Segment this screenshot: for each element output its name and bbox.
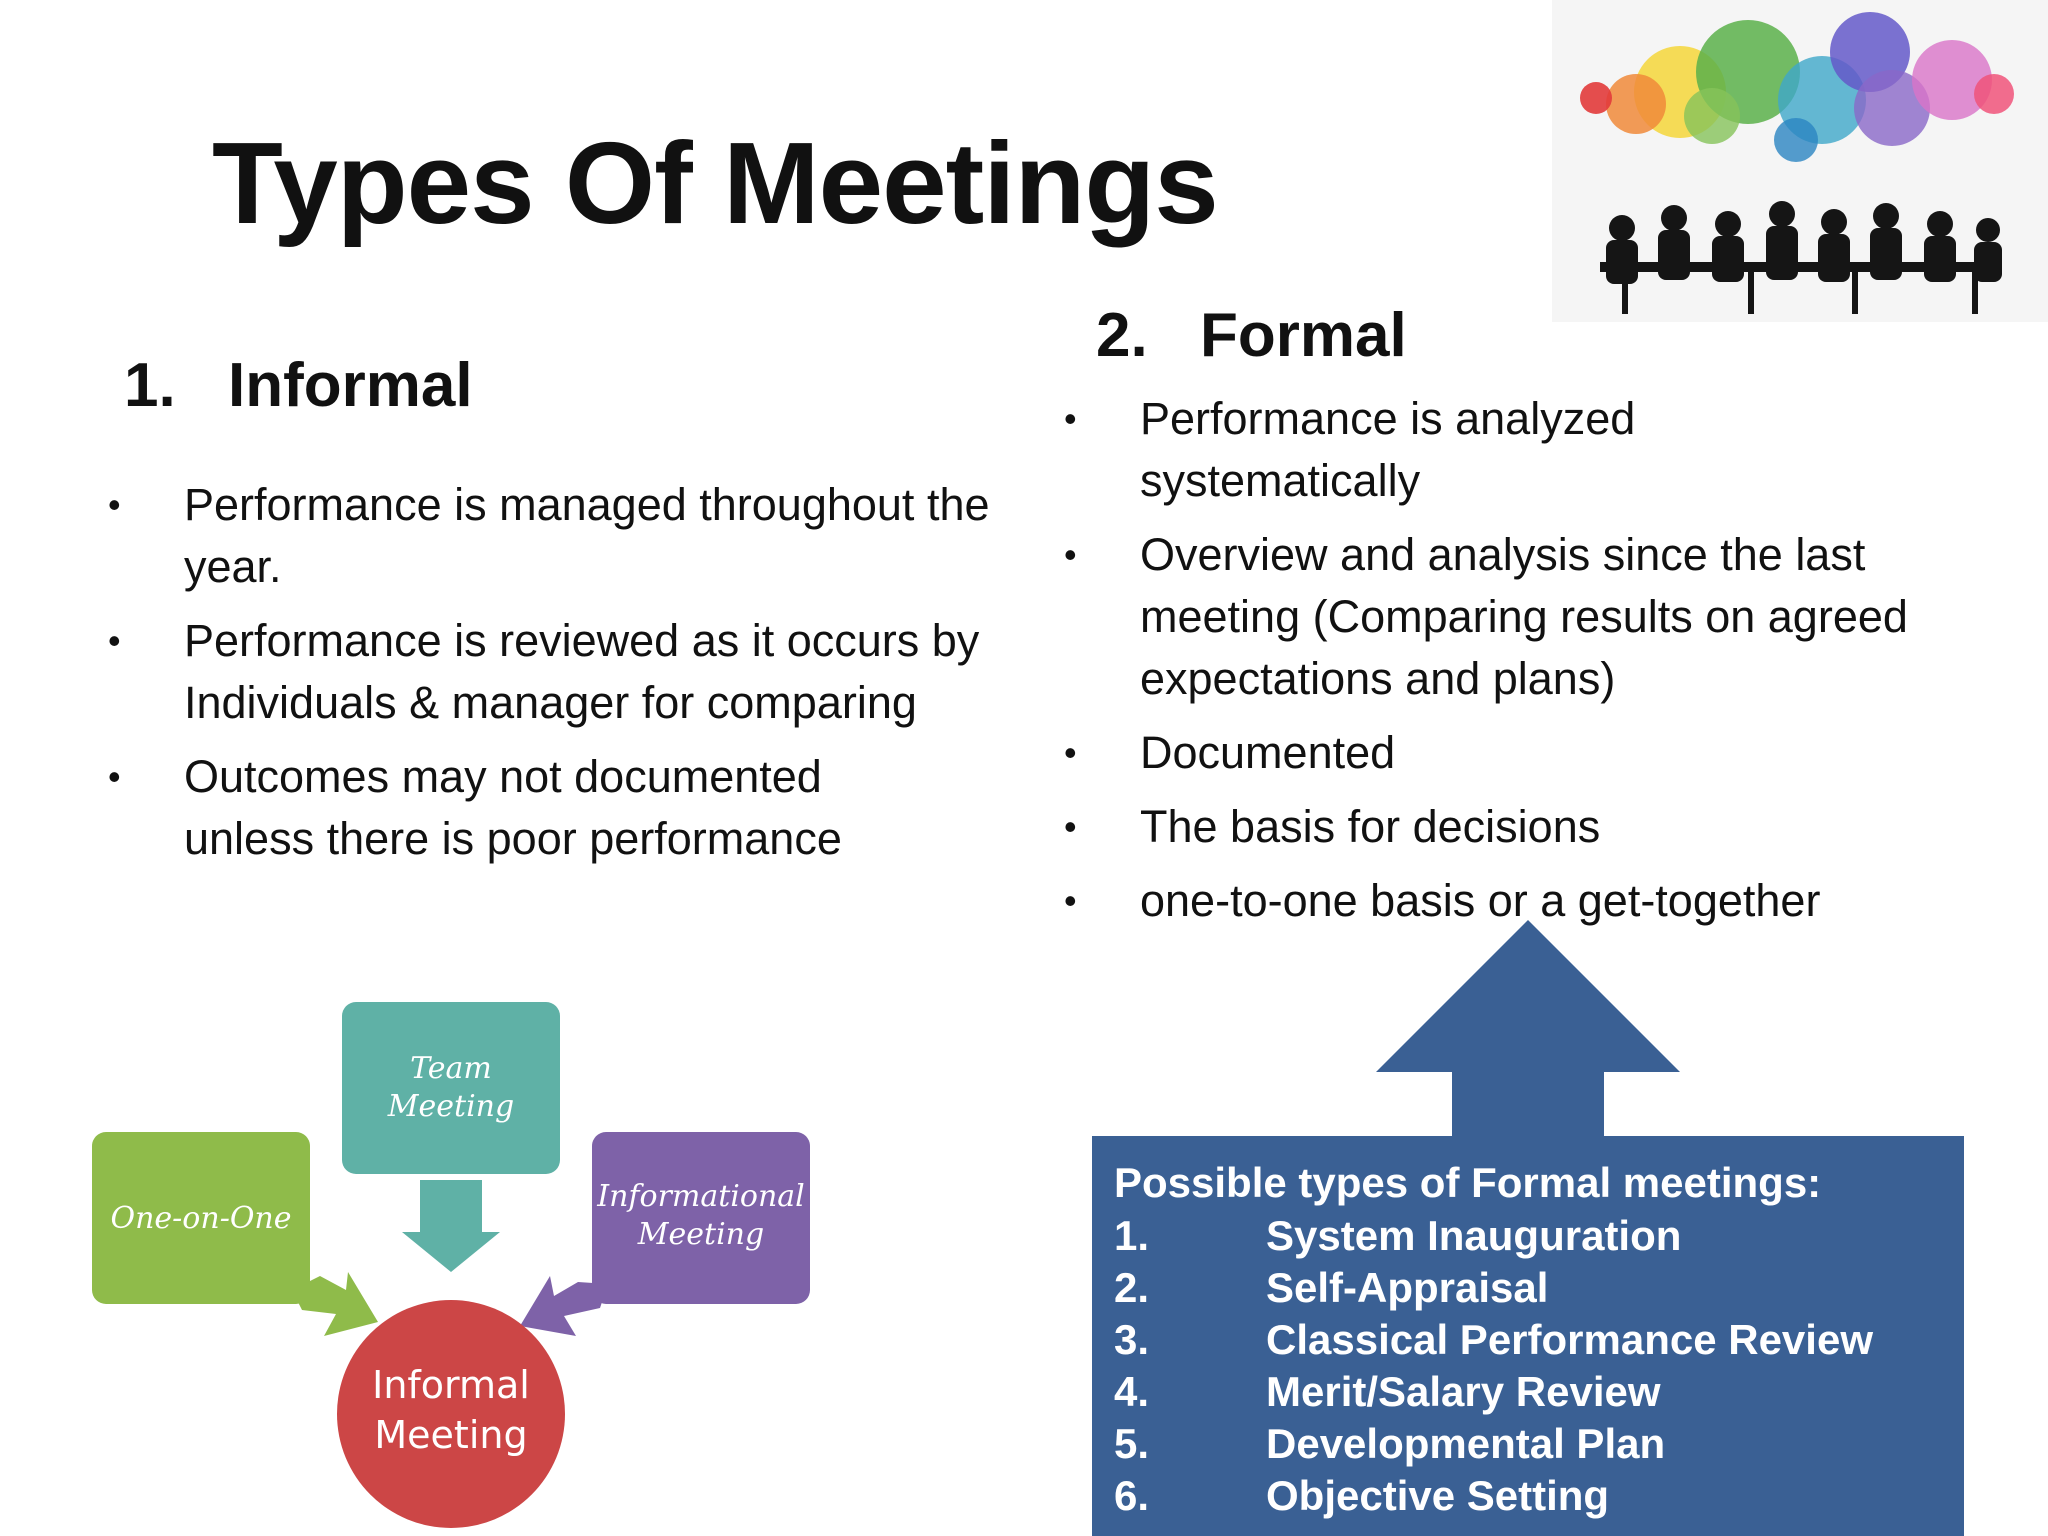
list-item-number: 4. bbox=[1114, 1368, 1150, 1415]
formal-bullet-list: Performance is analyzed systematically O… bbox=[1064, 388, 1984, 944]
list-item-label: Self-Appraisal bbox=[1266, 1264, 1549, 1311]
formal-meeting-types-list: 1. System Inauguration 2. Self-Appraisal 3… bbox=[1114, 1210, 1942, 1522]
list-item-label: Objective Setting bbox=[1266, 1472, 1610, 1519]
informal-heading-number: 1. bbox=[124, 351, 176, 420]
one-on-one-node bbox=[92, 1132, 310, 1304]
informational-meeting-node bbox=[592, 1132, 810, 1304]
one-on-one-label: One-on-One bbox=[111, 1201, 292, 1236]
formal-heading: 2. Formal bbox=[1096, 301, 1407, 370]
formal-meeting-types-box: Possible types of Formal meetings: 1. Sys… bbox=[1092, 1136, 1964, 1536]
informal-meeting-node bbox=[337, 1300, 565, 1528]
formal-bullet: Overview and analysis since the last mee… bbox=[1064, 524, 1940, 710]
informal-heading: 1. Informal bbox=[124, 351, 473, 420]
arrow-up-icon bbox=[1376, 920, 1680, 1140]
team-meeting-label-line1: Team bbox=[410, 1051, 492, 1086]
list-item-number: 2. bbox=[1114, 1264, 1150, 1311]
speech-bubbles-silhouette-image bbox=[1552, 0, 2048, 322]
meeting-illustration bbox=[1552, 0, 2048, 322]
list-item-label: System Inauguration bbox=[1266, 1212, 1682, 1259]
team-meeting-label-line2: Meeting bbox=[387, 1089, 514, 1124]
informal-bullet: Performance is managed throughout the ye… bbox=[108, 474, 1008, 598]
informal-meeting-diagram: Team Meeting One-on-One Informational Me… bbox=[80, 990, 840, 1530]
slide-title: Types Of Meetings bbox=[212, 118, 1219, 248]
formal-bullet: Documented bbox=[1064, 722, 1984, 784]
formal-heading-label: Formal bbox=[1200, 301, 1407, 370]
formal-meeting-types-title: Possible types of Formal meetings: bbox=[1114, 1159, 1822, 1206]
list-item-label: Merit/Salary Review bbox=[1266, 1368, 1661, 1415]
arrow-diagonal-left-icon bbox=[520, 1276, 608, 1336]
list-item-number: 6. bbox=[1114, 1472, 1150, 1519]
formal-bullet: one-to-one basis or a get-together bbox=[1064, 870, 1984, 932]
list-item-number: 1. bbox=[1114, 1212, 1150, 1259]
list-item-number: 5. bbox=[1114, 1420, 1150, 1467]
informational-meeting-label-line2: Meeting bbox=[637, 1217, 764, 1252]
formal-heading-number: 2. bbox=[1096, 301, 1148, 370]
list-item: 1. System Inauguration bbox=[1114, 1210, 1942, 1262]
list-item-label: Developmental Plan bbox=[1266, 1420, 1666, 1467]
list-item: 4. Merit/Salary Review bbox=[1114, 1366, 1942, 1418]
informal-heading-label: Informal bbox=[228, 351, 473, 420]
list-item: 3. Classical Performance Review bbox=[1114, 1314, 1942, 1366]
informal-meeting-label-line2: Meeting bbox=[374, 1413, 527, 1457]
team-meeting-node bbox=[342, 1002, 560, 1174]
list-item: 6. Objective Setting bbox=[1114, 1470, 1942, 1522]
formal-bullet: Performance is analyzed systematically bbox=[1064, 388, 1700, 512]
informal-bullet: Performance is reviewed as it occurs by … bbox=[108, 610, 1064, 734]
informational-meeting-label-line1: Informational bbox=[596, 1179, 805, 1214]
arrow-diagonal-right-icon bbox=[292, 1272, 378, 1336]
arrow-down-icon bbox=[402, 1180, 500, 1272]
informal-bullet-list: Performance is managed throughout the ye… bbox=[108, 474, 1008, 882]
list-item: 2. Self-Appraisal bbox=[1114, 1262, 1942, 1314]
informal-meeting-label-line1: Informal bbox=[372, 1363, 530, 1407]
informal-bullet: Outcomes may not documented unless there… bbox=[108, 746, 964, 870]
list-item-number: 3. bbox=[1114, 1316, 1150, 1363]
list-item-label: Classical Performance Review bbox=[1266, 1316, 1873, 1363]
list-item: 5. Developmental Plan bbox=[1114, 1418, 1942, 1470]
formal-bullet: The basis for decisions bbox=[1064, 796, 1984, 858]
